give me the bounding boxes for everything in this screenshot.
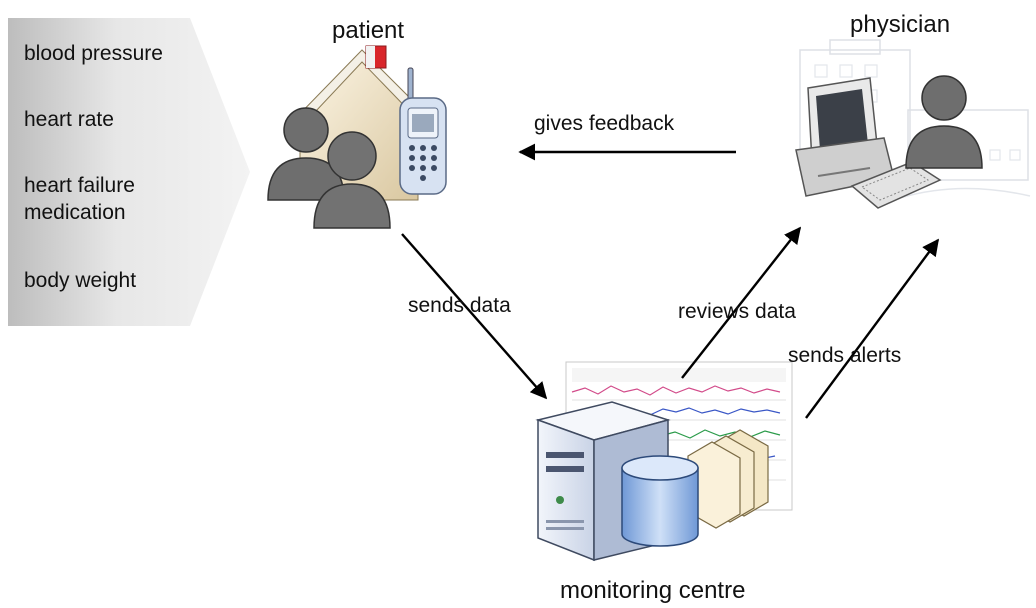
sends-alerts-label: sends alerts [788, 344, 901, 367]
patient-node: patient [267, 17, 447, 229]
measurement-heart-failure-medication: heart failure medication [24, 174, 141, 224]
person-icon [905, 75, 983, 169]
sends-data-arrow [401, 233, 548, 400]
database-icon [621, 455, 699, 547]
measurement-blood-pressure: blood pressure [24, 42, 163, 65]
monitoring-centre-node: monitoring centre [535, 361, 793, 604]
computer-icon [795, 77, 895, 197]
physician-node: physician [795, 11, 1031, 209]
sends-data-label: sends data [408, 294, 511, 317]
measurement-body-weight: body weight [24, 269, 136, 292]
monitoring-centre-label: monitoring centre [560, 577, 745, 604]
mobile-phone-icon [399, 67, 447, 195]
person-icon [267, 107, 345, 201]
reviews-data-arrow [681, 226, 802, 379]
keyboard-icon [850, 161, 942, 209]
sends-alerts-arrow [805, 238, 940, 419]
measurement-line: blood pressure [24, 42, 163, 65]
file-folders-icon [687, 429, 769, 529]
measurement-line: heart failure [24, 174, 135, 197]
measurement-heart-rate: heart rate [24, 108, 114, 131]
patient-label: patient [332, 17, 404, 44]
chevron-shape [8, 18, 250, 326]
reviews-data-label: reviews data [678, 300, 796, 323]
measurement-line: medication [24, 201, 126, 224]
gives-feedback-label: gives feedback [534, 112, 675, 135]
measurement-line: heart rate [24, 108, 114, 131]
person-icon [313, 131, 391, 229]
measurements-panel: blood pressure heart rate heart failure … [8, 18, 250, 326]
physician-label: physician [850, 11, 950, 38]
measurement-line: body weight [24, 269, 136, 292]
